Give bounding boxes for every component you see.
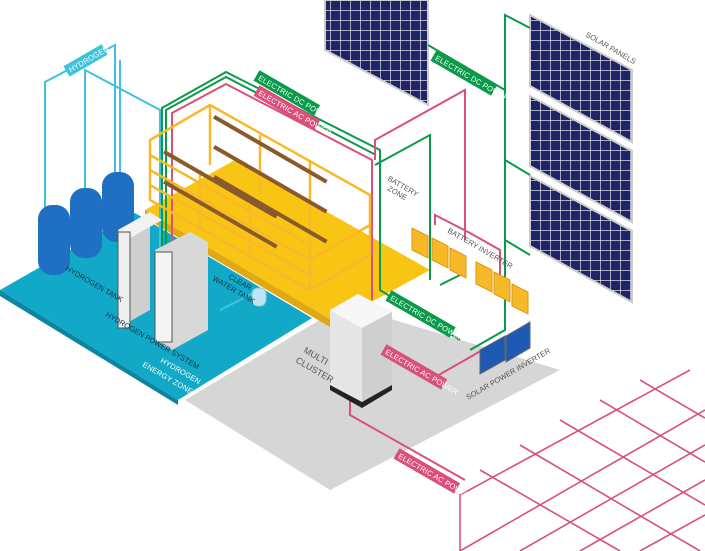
batteries: [163, 115, 328, 249]
solar-panel: [529, 174, 633, 304]
solar-panel: [324, 0, 429, 107]
multi-cluster-cabinet: [330, 294, 392, 408]
ac-power-label-bottom: ELECTRIC AC POWER: [393, 448, 474, 501]
dc-power-label-solar: ELECTRIC DC POWER: [430, 50, 511, 103]
battery-zone-platform: [145, 160, 430, 322]
solar-panel: [529, 94, 633, 224]
clear-water-tank: [251, 287, 267, 307]
hydrogen-tanks: [38, 172, 134, 275]
solar-panel: [529, 13, 633, 144]
svg-text:HYDROGEN: HYDROGEN: [67, 44, 110, 74]
hydrogen-power-system: [117, 212, 208, 350]
solar-panels: [324, 0, 633, 304]
grid-lines: [459, 369, 705, 551]
battery-racks: [148, 103, 372, 292]
svg-text:ELECTRIC AC POWER: ELECTRIC AC POWER: [397, 451, 474, 500]
battery-inverters: [411, 227, 529, 315]
solar-power-inverters: [479, 321, 531, 375]
svg-text:ELECTRIC DC POWER: ELECTRIC DC POWER: [434, 53, 511, 103]
